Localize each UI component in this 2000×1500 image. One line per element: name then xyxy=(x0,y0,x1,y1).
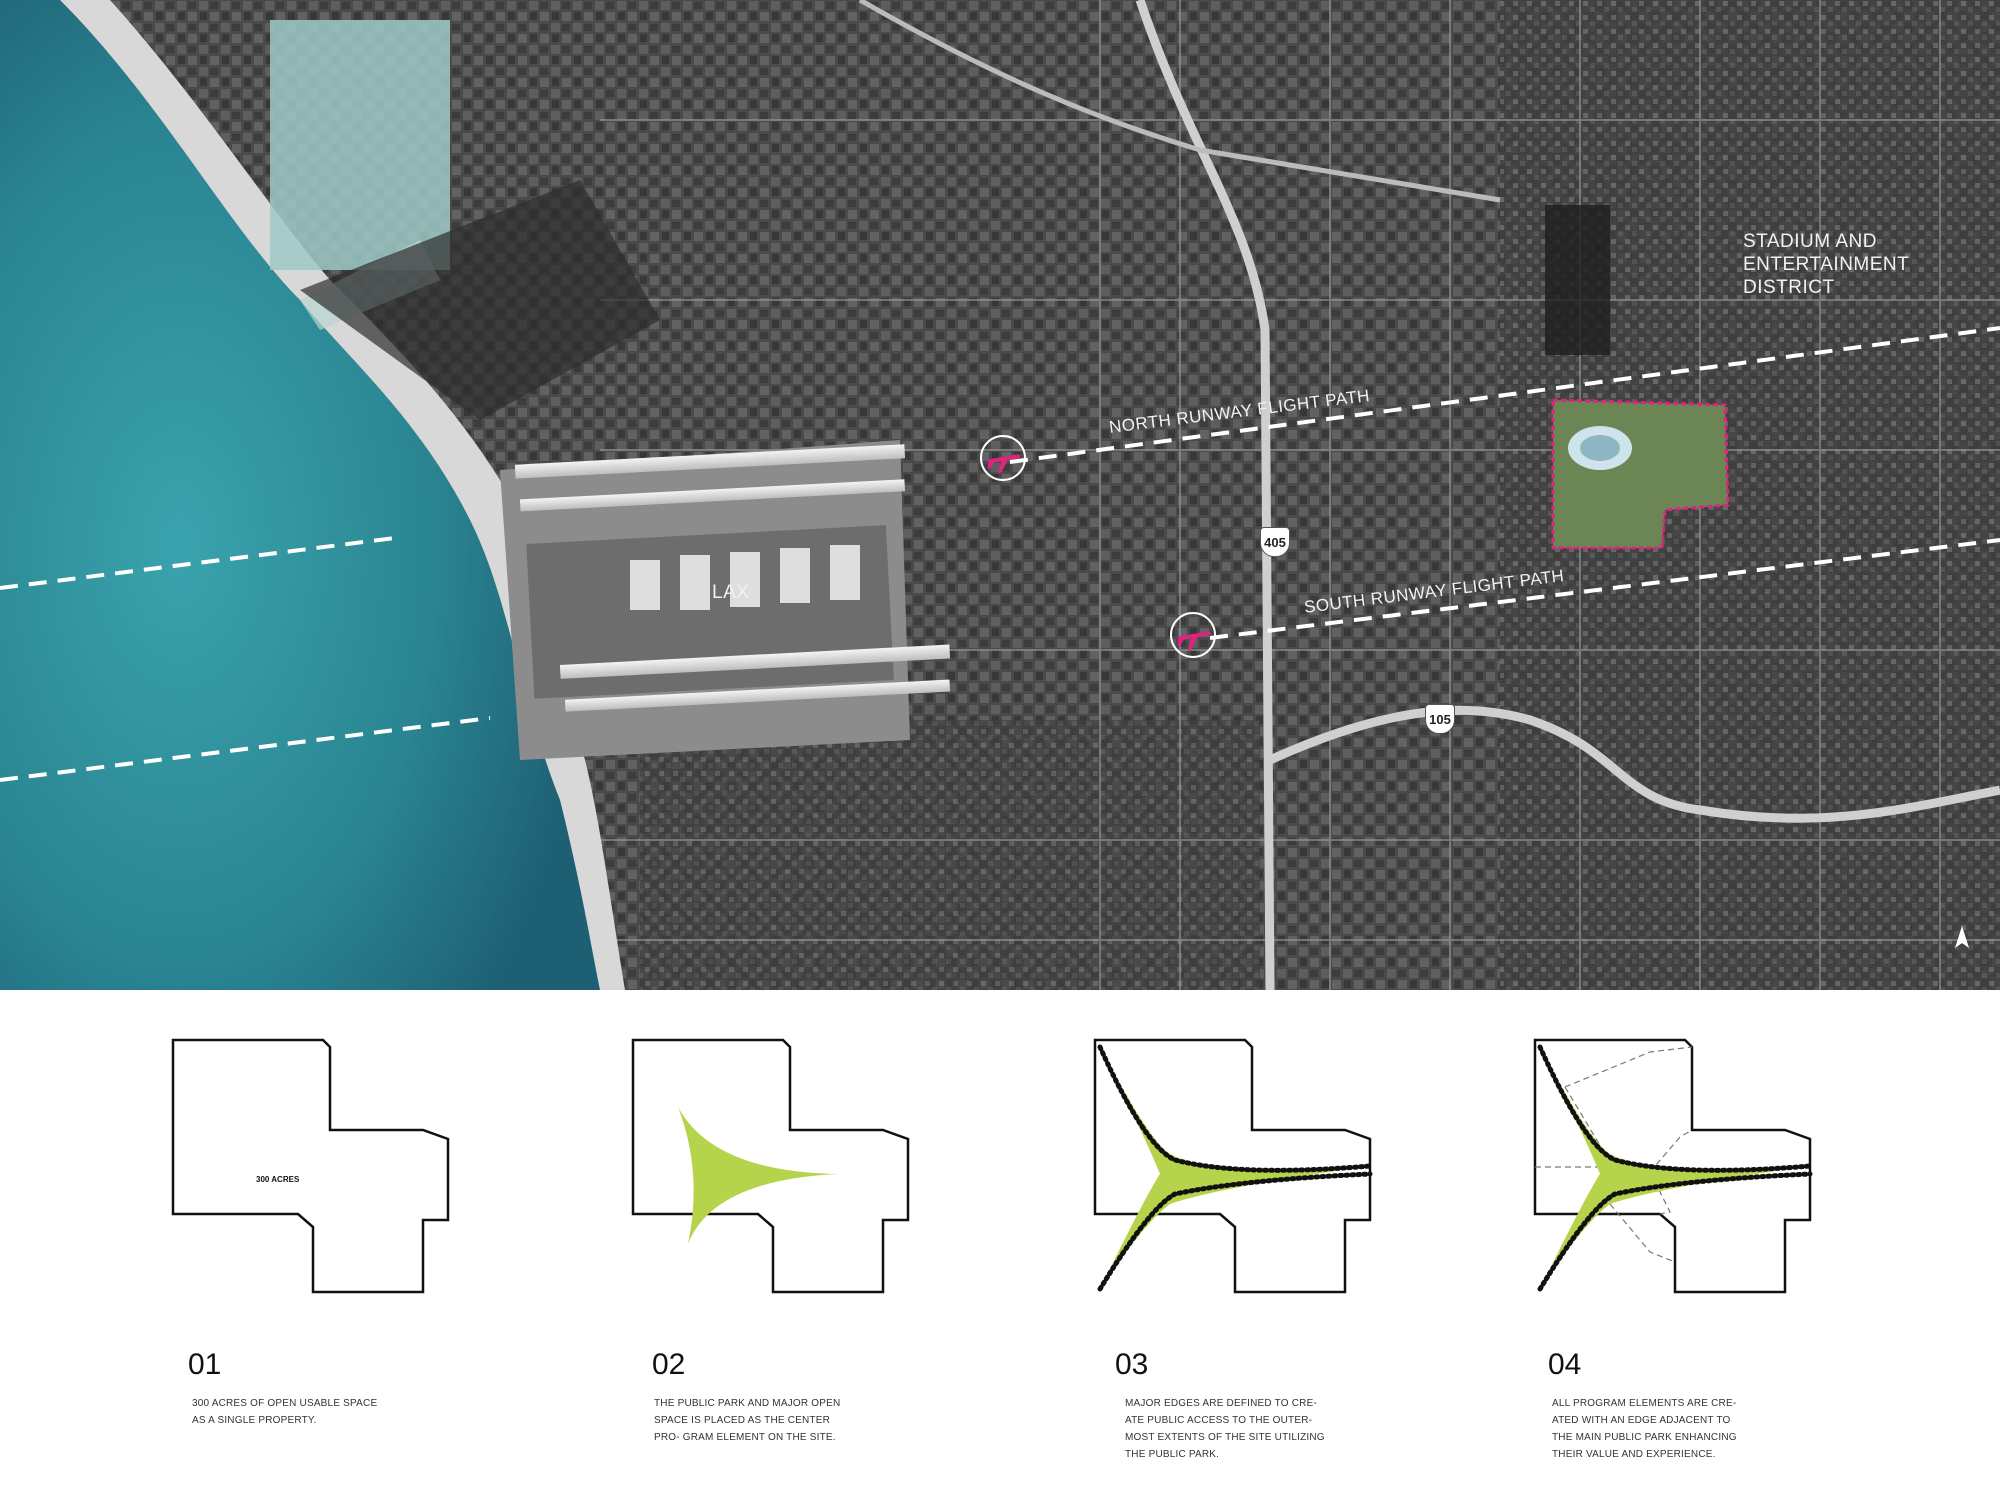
diagram-step-3 xyxy=(1090,1032,1400,1302)
step-description-01: 300 ACRES OF OPEN USABLE SPACE AS A SING… xyxy=(192,1398,378,1426)
flight-paths xyxy=(0,326,2000,782)
site-outline-diagram-2 xyxy=(631,1038,910,1294)
step-number-03: 03 xyxy=(1115,1348,1149,1381)
ocean xyxy=(0,0,600,990)
site-outline-diagram-1 xyxy=(171,1038,450,1294)
step-description-03: MAJOR EDGES ARE DEFINED TO CRE- ATE PUBL… xyxy=(1125,1398,1325,1460)
street-grid xyxy=(600,0,2000,990)
map-graphic xyxy=(0,0,2000,990)
diagram-step-4 xyxy=(1530,1032,1840,1302)
lax-airfield xyxy=(500,440,951,760)
lax-label: LAX xyxy=(712,582,750,603)
marina xyxy=(270,20,450,270)
site-outline-diagram-3 xyxy=(1093,1038,1373,1294)
major-edges xyxy=(1537,1044,1813,1292)
compass-north-icon xyxy=(1955,926,1969,948)
step-number-02: 02 xyxy=(652,1348,686,1381)
site-boundary xyxy=(1551,398,1730,550)
stadium-label-line1: STADIUM AND xyxy=(1743,231,1877,252)
i105-freeway xyxy=(1268,705,2000,823)
diagram-step-1 xyxy=(168,1032,478,1302)
airplane-icon xyxy=(980,435,1026,481)
step-description-04: ALL PROGRAM ELEMENTS ARE CRE- ATED WITH … xyxy=(1552,1398,1737,1460)
highway-405-shield: 405 xyxy=(1260,527,1290,557)
stadium-district-label: STADIUM AND ENTERTAINMENT DISTRICT xyxy=(1743,230,1963,299)
stadium-label-line2: ENTERTAINMENT xyxy=(1743,254,1910,275)
stadium-site xyxy=(1545,205,1730,550)
step-number-01: 01 xyxy=(188,1348,222,1381)
site-outline-diagram-4 xyxy=(1533,1038,1813,1294)
major-edges xyxy=(1097,1044,1373,1292)
step-description-02: THE PUBLIC PARK AND MAJOR OPEN SPACE IS … xyxy=(654,1398,841,1443)
diagram-step-2 xyxy=(628,1032,938,1302)
park-shape xyxy=(678,1107,838,1244)
stadium-label-line3: DISTRICT xyxy=(1743,277,1835,298)
i405-freeway xyxy=(1135,0,1275,990)
aerial-map: STADIUM AND ENTERTAINMENT DISTRICT LAX N… xyxy=(0,0,2000,990)
highway-105-shield: 105 xyxy=(1425,704,1455,734)
acres-label: 300 ACRES xyxy=(256,1175,300,1184)
airplane-icon xyxy=(1170,612,1216,658)
step-number-04: 04 xyxy=(1548,1348,1582,1381)
